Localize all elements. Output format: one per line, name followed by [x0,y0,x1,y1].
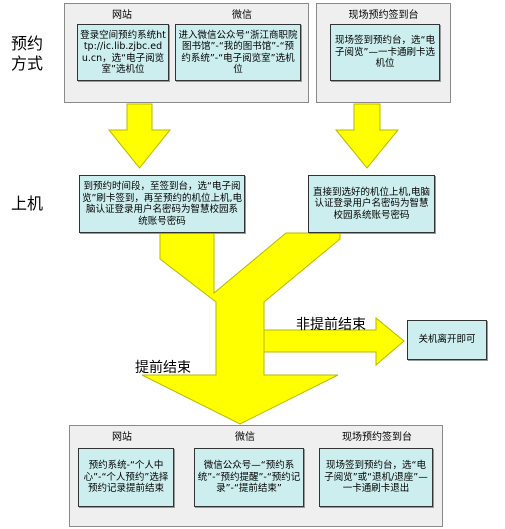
label-not-early: 非提前结束 [296,317,366,333]
boarding-step-left: 到预约时间段，至签到台，选“电子阅览”刷卡签到，再至预约的机位上机,电脑认证登录… [79,175,245,233]
reserve-onsite-box: 现场签到预约台，选“电子阅览”—一卡通刷卡选机位 [330,24,440,81]
row-label-method: 预约 方式 [11,34,44,73]
end-header-website: 网站 [112,432,132,443]
end-header-wechat: 微信 [235,432,255,443]
end-website-box: 预约系统-“个人中心”-“个人预约”选择预约记录提前结束 [78,448,174,507]
boarding-step-right: 直接到选好的机位上机,电脑认证登录用户名密码为智慧校园系统账号密码 [308,175,435,233]
arrow-not-early [263,316,405,367]
end-onsite-box: 现场签到预约台，选“电子阅览”或“退机/退座”—一卡通刷卡退出 [319,448,433,507]
reserve-website-box: 登录空间预约系统http://ic.lib.zjbc.edu.cn，选“电子阅览… [77,24,169,81]
online-header-wechat: 微信 [232,10,252,21]
end-wechat-box: 微信公众号—“预约系统”-“预约提醒”-“预约记录”-“提前结束” [194,448,304,507]
arrow-online-to-step [107,103,172,169]
arrow-merge-down [141,232,341,425]
reserve-wechat-box: 进入微信公众号“浙江商职院图书馆”-“我的图书馆”-“预约系统”-“电子阅览室”… [175,24,301,81]
onsite-header: 现场预约签到台 [348,10,419,21]
end-header-onsite: 现场预约签到台 [342,432,412,443]
arrow-onsite-to-step [334,103,400,169]
row-label-boarding: 上机 [11,194,44,213]
label-early: 提前结束 [135,360,191,376]
online-header-website: 网站 [112,10,132,21]
result-power-off: 关机离开即可 [407,320,487,360]
